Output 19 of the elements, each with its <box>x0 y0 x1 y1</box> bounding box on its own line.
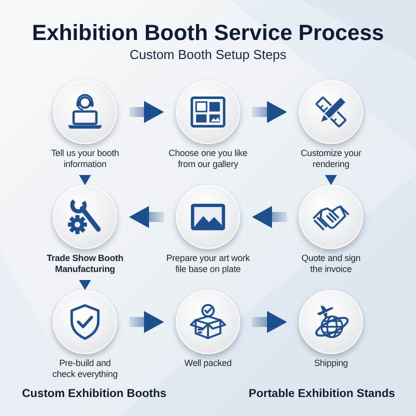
flow-arrow <box>129 101 164 123</box>
step-caption: Prepare your art work file base on plate <box>165 253 251 274</box>
step-caption: Trade Show Booth Manufacturing <box>46 253 124 274</box>
step-caption: Choose one you like from our gallery <box>168 148 248 169</box>
diagram-title: Exhibition Booth Service Process <box>32 20 384 46</box>
flow-arrow <box>252 101 287 123</box>
flow-arrow <box>129 311 164 333</box>
category-label: Portable Exhibition Stands <box>248 387 395 401</box>
flow-arrow <box>252 311 287 333</box>
step-caption: Quote and sign the invoice <box>300 253 362 274</box>
flow-arrow <box>252 206 287 228</box>
step-caption: Well packed <box>184 358 232 368</box>
step-caption: Pre-build and check everything <box>51 358 119 379</box>
flow-arrow <box>129 206 164 228</box>
step-caption: Shipping <box>314 358 348 368</box>
step-caption: Tell us your booth information <box>50 148 120 169</box>
step-caption: Customize your rendering <box>300 148 362 169</box>
subtitle: Custom Booth Setup Steps <box>130 47 286 63</box>
category-label: Custom Exhibition Booths <box>22 387 166 401</box>
